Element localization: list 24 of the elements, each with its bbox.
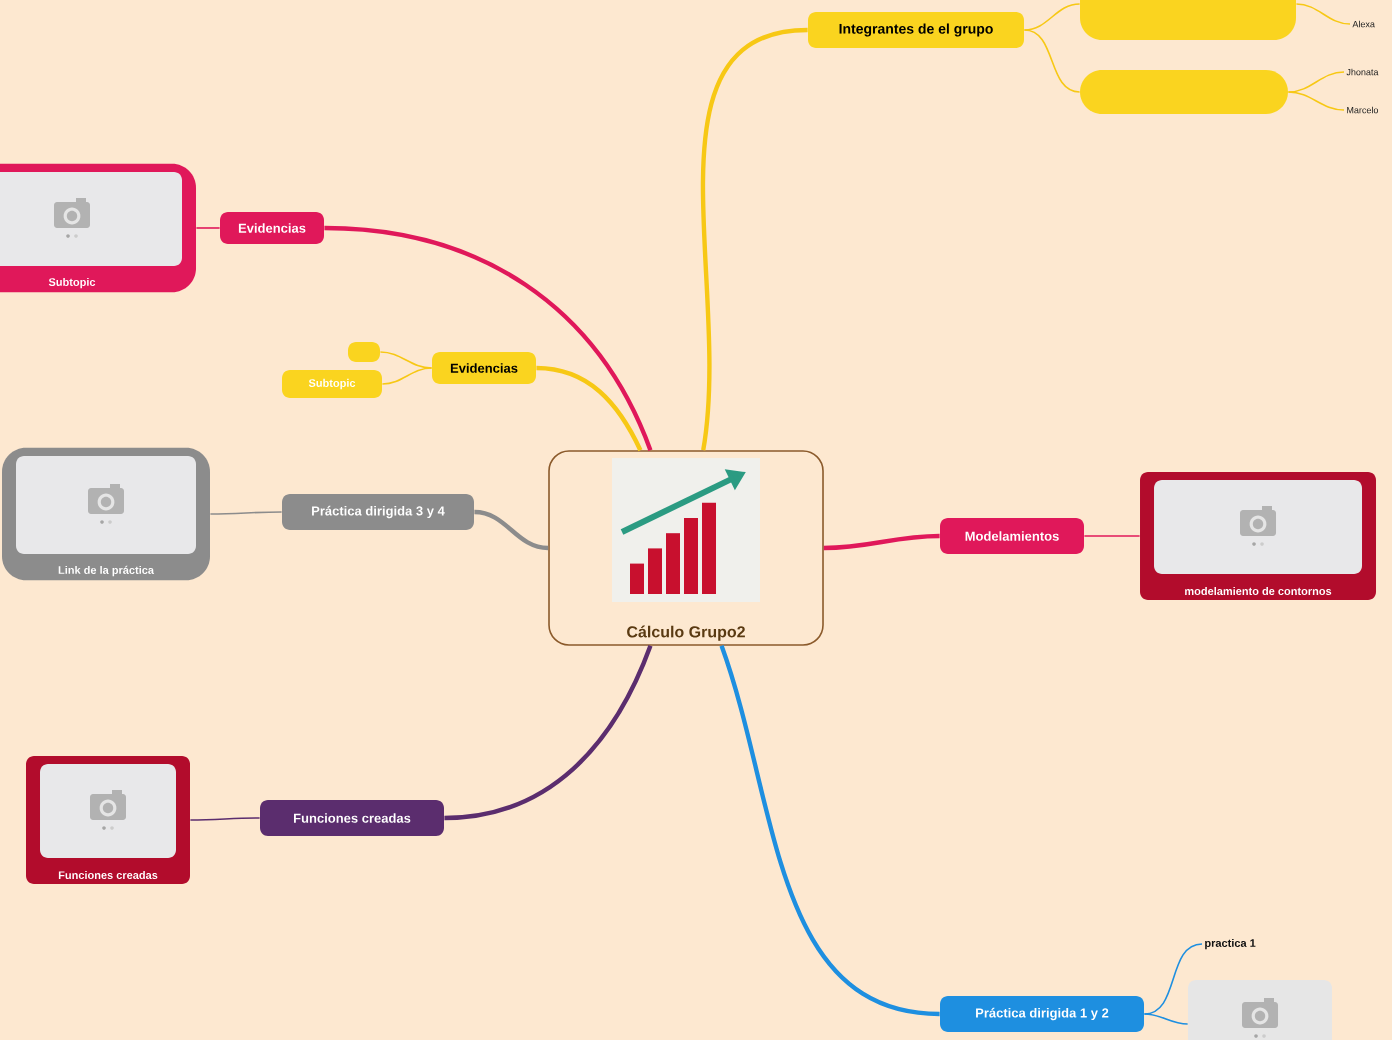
connector [1083, 535, 1141, 537]
connector [444, 645, 653, 821]
topic-pill [1080, 70, 1288, 114]
connector [379, 351, 433, 369]
connector [1023, 3, 1081, 31]
connector [1287, 91, 1345, 111]
connector [195, 227, 221, 229]
connector [719, 645, 940, 1017]
connector [324, 225, 653, 452]
connector [823, 533, 940, 551]
connector [1143, 1013, 1189, 1025]
connector [700, 27, 808, 451]
connector [381, 367, 433, 385]
connector [1143, 943, 1203, 1015]
connector [1287, 71, 1345, 93]
connector [474, 509, 549, 551]
connector [1295, 3, 1351, 25]
topic-pill [1080, 0, 1296, 40]
connector [536, 365, 643, 452]
connector [189, 817, 261, 821]
image-placeholder [1188, 980, 1332, 1040]
central-topic-box: Cálculo Grupo2 [548, 450, 824, 646]
connector [209, 511, 283, 515]
connector [1023, 29, 1081, 93]
